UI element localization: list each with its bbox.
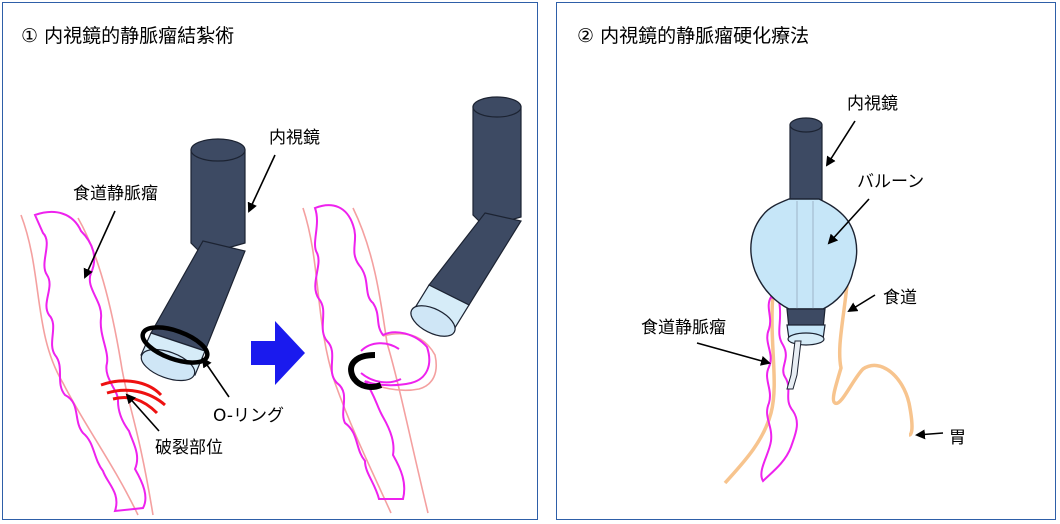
ligation-illustration xyxy=(3,3,539,521)
endoscope-label: 内視鏡 xyxy=(847,89,898,114)
endoscope-1 xyxy=(137,139,245,387)
needle-icon xyxy=(787,341,801,389)
arrow-varices xyxy=(697,343,769,363)
sclerotherapy-panel: ② 内視鏡的静脈瘤硬化療法 内視鏡 バルーン xyxy=(556,2,1056,520)
ligated-varix xyxy=(361,343,401,382)
ligation-panel: ① 内視鏡的静脈瘤結紮術 xyxy=(2,2,538,520)
balloon-label: バルーン xyxy=(857,167,924,192)
esophagus-wall-left xyxy=(21,215,138,515)
varices-label: 食道静脈瘤 xyxy=(641,313,726,338)
arrow-stomach xyxy=(917,433,943,435)
varix-outline-a xyxy=(35,212,145,511)
balloon-icon xyxy=(751,199,857,309)
arrow-o-ring xyxy=(203,359,229,397)
esophagus-wall-right xyxy=(78,218,153,515)
stomach-label: 胃 xyxy=(949,423,966,448)
arrow-endoscope xyxy=(827,121,855,165)
o-ring-label: O-リング xyxy=(213,401,284,426)
arrow-endoscope xyxy=(249,155,275,211)
arrow-esophagus xyxy=(849,295,875,311)
rupture-site xyxy=(101,381,165,413)
endoscope-label: 内視鏡 xyxy=(269,123,320,148)
esophagus-label: 食道 xyxy=(883,283,917,308)
sclerotherapy-illustration xyxy=(557,3,1057,521)
rupture-site-label: 破裂部位 xyxy=(155,433,223,458)
blue-arrow-icon xyxy=(251,321,305,385)
varices-label: 食道静脈瘤 xyxy=(73,179,158,204)
endoscope-2 xyxy=(406,97,521,343)
